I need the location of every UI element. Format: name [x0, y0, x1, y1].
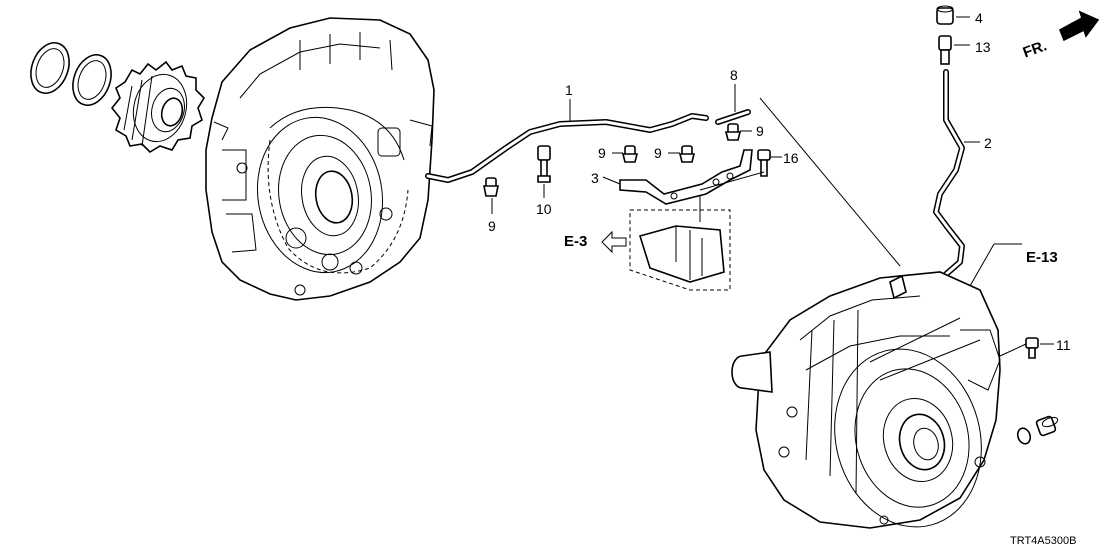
callout-9-c: 9 — [756, 123, 764, 139]
breather-tube[interactable] — [425, 113, 709, 183]
motor-housing[interactable] — [731, 271, 1001, 544]
pin[interactable] — [715, 109, 751, 125]
transmission-housing[interactable] — [205, 17, 435, 301]
hose-clip[interactable] — [621, 145, 639, 163]
hose-clip[interactable] — [724, 123, 742, 141]
bolt[interactable] — [1025, 337, 1039, 359]
hose-clip[interactable] — [678, 145, 696, 163]
callout-9-b: 9 — [654, 145, 662, 161]
callout-2: 2 — [984, 135, 992, 151]
clamp-bolt[interactable] — [537, 145, 551, 183]
callout-11: 11 — [1056, 337, 1071, 353]
reference-e3[interactable]: E-3 — [564, 233, 587, 250]
cap[interactable] — [936, 5, 954, 25]
callout-9-a: 9 — [598, 145, 606, 161]
front-direction-label: FR. — [1021, 37, 1050, 61]
seal-ring-outer[interactable] — [24, 37, 76, 98]
callout-8: 8 — [730, 67, 738, 83]
callout-4: 4 — [975, 10, 983, 26]
diagram-code: TRT4A5300B — [1010, 535, 1076, 547]
drive-gear[interactable] — [110, 60, 206, 154]
breather-hose[interactable] — [931, 69, 965, 295]
callout-10: 10 — [536, 201, 552, 217]
hose-clip[interactable] — [483, 177, 499, 197]
reference-arrow-left[interactable] — [601, 230, 627, 254]
seal-ring-inner[interactable] — [66, 49, 118, 110]
connector-block[interactable] — [638, 225, 725, 283]
callout-1: 1 — [565, 82, 573, 98]
hose-connector[interactable] — [938, 35, 952, 65]
callout-9-lower: 9 — [488, 218, 496, 234]
reference-e13[interactable]: E-13 — [1026, 249, 1058, 266]
front-direction-arrow — [1058, 10, 1100, 42]
callout-13: 13 — [975, 39, 991, 55]
drain-plug[interactable] — [1016, 415, 1059, 446]
callout-3: 3 — [591, 170, 599, 186]
bolt[interactable] — [757, 149, 771, 177]
callout-16: 16 — [783, 150, 799, 166]
